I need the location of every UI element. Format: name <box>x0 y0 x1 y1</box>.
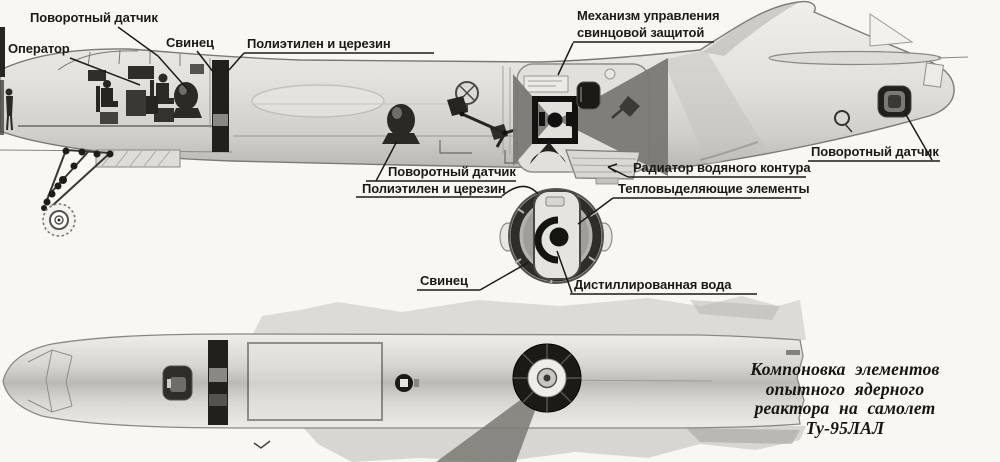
caption-line-3: реактора на самолет <box>754 398 936 418</box>
fuel-channel <box>534 216 559 264</box>
gear-joints <box>41 147 114 211</box>
leader-radiator <box>607 163 629 178</box>
rudder <box>869 13 914 47</box>
fuel-element <box>549 227 569 247</box>
plan-small-sensor <box>395 374 419 392</box>
tail-rotary-sensor-device <box>877 85 912 118</box>
leader-rotary-mid <box>375 140 398 182</box>
label-polyethylene-top: Полиэтилен и церезин <box>247 36 391 51</box>
cockpit-equipment <box>88 64 204 116</box>
leader-operator <box>69 57 141 86</box>
leader-lead-section <box>479 261 530 291</box>
seated-figure-2 <box>150 73 174 122</box>
leader-distilled <box>556 250 573 294</box>
wing-lower-shade <box>686 428 800 444</box>
leader-mechanism <box>557 42 574 76</box>
caption-line-2: опытного ядерного <box>765 378 925 399</box>
plan-sensor-square <box>162 365 193 401</box>
label-rotary-sensor-tail: Поворотный датчик <box>811 144 939 159</box>
reactor-spokes <box>513 344 581 412</box>
annotation-lines <box>69 26 940 295</box>
mid-rotary-sensor-device <box>382 104 420 144</box>
label-rotary-sensor-mid: Поворотный датчик <box>388 164 516 179</box>
gear-bay-hatch <box>101 150 171 167</box>
side-view <box>0 0 969 237</box>
mid-bay <box>233 66 522 154</box>
leader-rotary-tail <box>904 112 933 161</box>
label-rotary-sensor-nose: Поворотный датчик <box>30 10 158 25</box>
shadow-cone-plan <box>436 381 546 462</box>
wing-root-side <box>663 50 764 166</box>
label-operator: Оператор <box>8 41 70 56</box>
figure-caption: Компоновка элементов опытного ядерного р… <box>692 359 998 438</box>
fin-shading <box>703 3 798 56</box>
reactor-frame <box>532 96 578 144</box>
reactor-side <box>513 58 668 176</box>
label-lead-nose: Свинец <box>166 35 214 50</box>
nose-edge-strip <box>0 27 5 77</box>
plan-view <box>2 296 806 462</box>
seated-figure-1 <box>96 80 118 124</box>
landing-gear <box>41 147 181 237</box>
label-distilled-water: Дистиллированная вода <box>574 277 732 292</box>
leader-lead-nose <box>196 50 215 74</box>
label-control-mechanism-2: свинцовой защитой <box>577 25 705 40</box>
label-lead-section: Свинец <box>420 273 468 288</box>
leader-fuel <box>577 197 614 225</box>
label-fuel-elements: Тепловыделяющие элементы <box>618 181 810 196</box>
label-control-mechanism-1: Механизм управления <box>577 8 720 23</box>
lead-shield-band <box>212 60 229 152</box>
caption-line-1: Компоновка элементов <box>750 359 940 379</box>
reactor-bay-outline <box>247 342 383 421</box>
reactor-plan <box>512 343 582 413</box>
leader-poly-mid <box>501 185 539 197</box>
label-radiator: Радиатор водяного контура <box>633 160 811 175</box>
label-polyethylene-mid: Полиэтилен и церезин <box>362 181 506 196</box>
radiator-device <box>565 149 641 185</box>
wing-upper <box>250 296 806 340</box>
canopy-frames <box>57 49 181 71</box>
cross-section-view <box>499 188 613 284</box>
plan-lead-band <box>208 340 228 425</box>
wing-upper-shade <box>690 300 780 320</box>
gear-wheel <box>42 203 76 237</box>
tailplane <box>768 50 942 66</box>
standing-figure <box>5 88 13 131</box>
nose-glazing-plan <box>27 349 73 413</box>
leader-rotary-nose <box>117 26 191 93</box>
leader-poly-top <box>228 52 245 71</box>
tail-details <box>699 13 969 161</box>
caption-line-4: Ту-95ЛАЛ <box>805 417 885 438</box>
wing-lower <box>300 424 806 462</box>
nose-edge-strip-2 <box>0 80 4 135</box>
